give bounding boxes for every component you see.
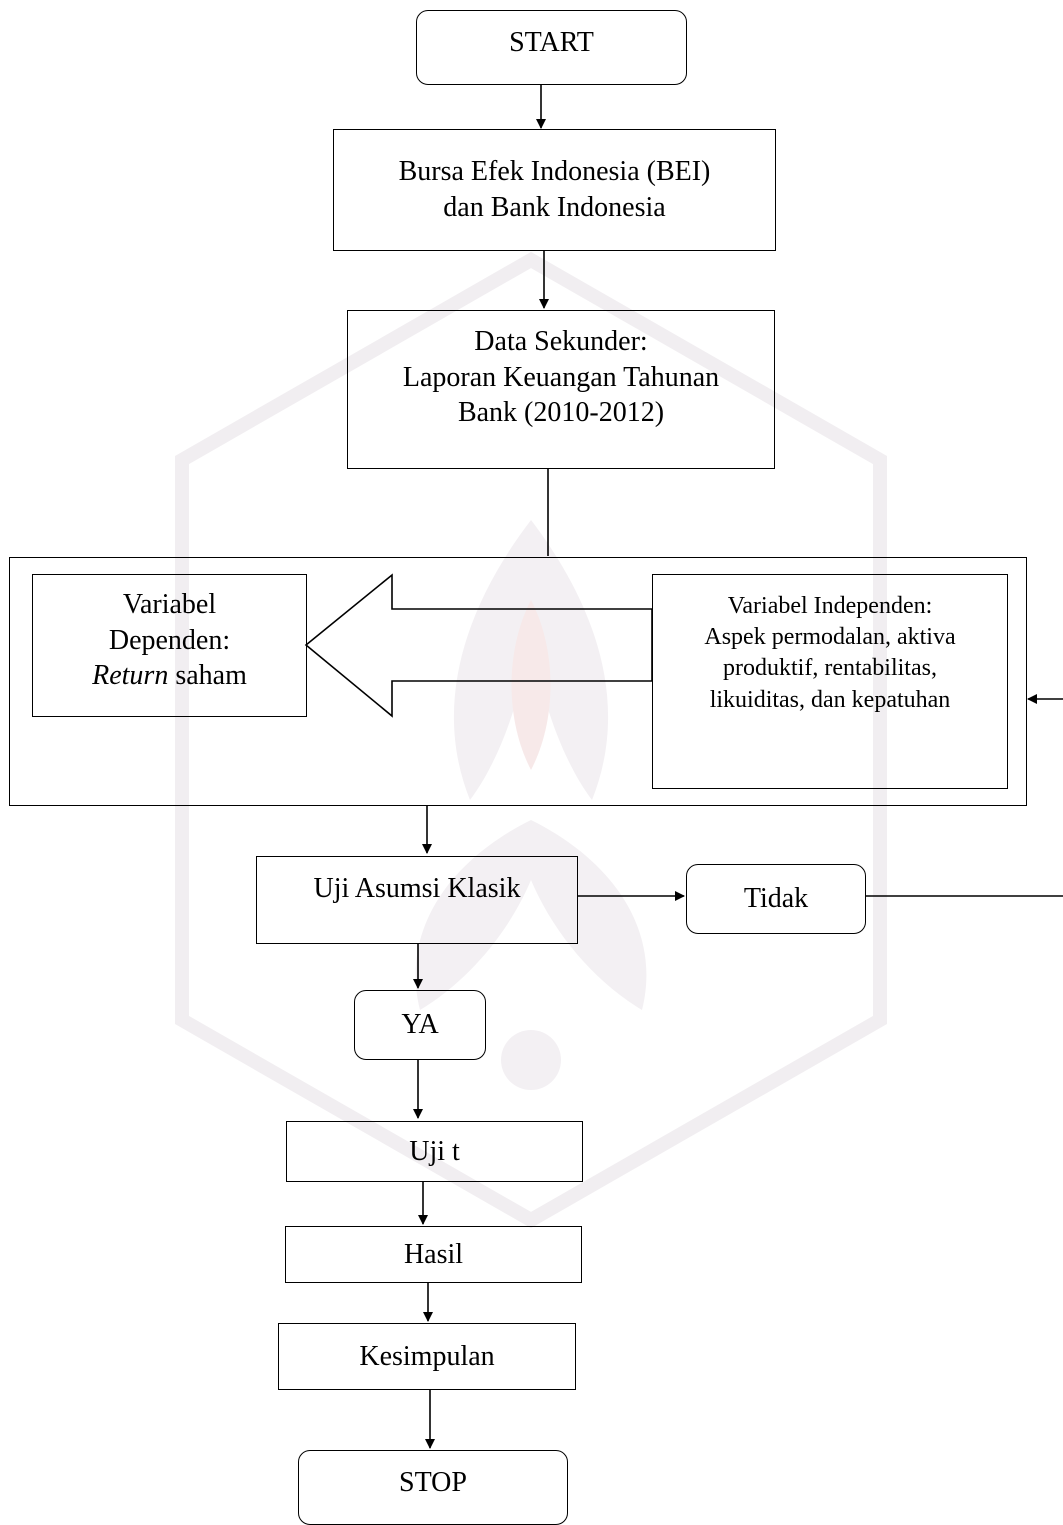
t-test-box: Uji t [286,1121,583,1182]
yes-decision: YA [354,990,486,1060]
result-box: Hasil [285,1226,582,1283]
data-line-1: Data Sekunder: [474,326,648,357]
dependent-line-3: Return saham [92,658,247,694]
hollow-arrow [304,573,653,718]
data-line-3: Bank (2010-2012) [457,397,665,429]
classic-test-label: Uji Asumsi Klasik [313,873,521,904]
independent-line-1: Variabel Independen: [727,593,933,619]
independent-variable-box: Variabel Independen: Aspek permodalan, a… [652,574,1008,789]
start-terminal: START [416,10,687,85]
conclusion-box: Kesimpulan [278,1323,576,1390]
start-label: START [509,27,594,58]
no-label: Tidak [743,883,809,915]
dependent-italic: Return [92,660,169,692]
stop-label: STOP [399,1467,467,1498]
dependent-rest: saham [168,660,247,692]
t-test-label: Uji t [409,1135,460,1167]
data-source-box: Bursa Efek Indonesia (BEI) dan Bank Indo… [333,129,776,251]
result-label: Hasil [403,1238,464,1270]
source-line-1: Bursa Efek Indonesia (BEI) [398,156,711,188]
source-line-2: dan Bank Indonesia [443,192,666,223]
stop-terminal: STOP [298,1450,568,1525]
secondary-data-box: Data Sekunder: Laporan Keuangan Tahunan … [347,310,775,469]
independent-line-3: produktif, rentabilitas, [723,655,937,682]
classic-assumption-test-box: Uji Asumsi Klasik [256,856,578,944]
conclusion-label: Kesimpulan [359,1340,495,1372]
independent-line-2: Aspek permodalan, aktiva [704,624,956,651]
data-line-2: Laporan Keuangan Tahunan [402,361,720,393]
yes-label: YA [401,1009,439,1041]
variables-container [9,557,1027,806]
no-decision: Tidak [686,864,866,934]
independent-line-4: likuiditas, dan kepatuhan [709,686,951,713]
dependent-variable-box: Variabel Dependen: Return saham [32,574,307,717]
dependent-line-2: Dependen: [108,624,231,656]
dependent-line-1: Variabel [122,589,217,620]
